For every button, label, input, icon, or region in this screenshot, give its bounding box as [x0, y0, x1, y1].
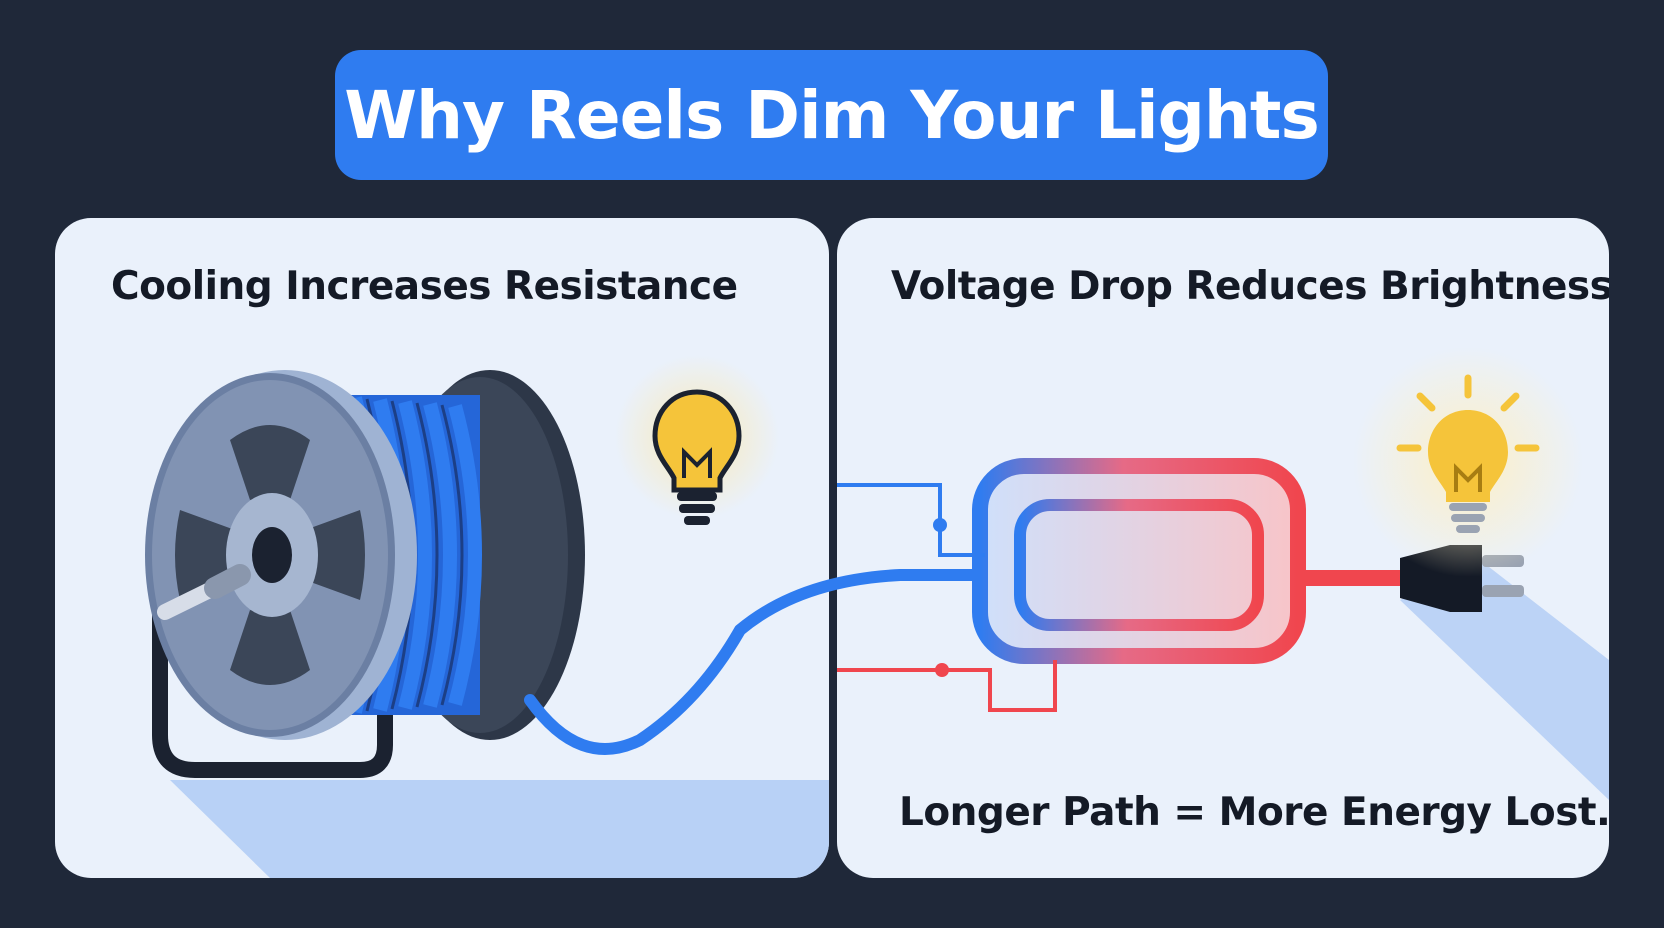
left-panel-heading: Cooling Increases Resistance — [111, 264, 738, 309]
right-panel-heading: Voltage Drop Reduces Brightness — [891, 264, 1609, 309]
title-banner: Why Reels Dim Your Lights — [335, 50, 1328, 180]
left-panel: Cooling Increases Resistance — [55, 218, 829, 878]
right-panel: Voltage Drop Reduces Brightness Longer P… — [837, 218, 1609, 878]
page-title: Why Reels Dim Your Lights — [344, 76, 1320, 154]
right-panel-caption: Longer Path = More Energy Lost. — [899, 790, 1609, 835]
